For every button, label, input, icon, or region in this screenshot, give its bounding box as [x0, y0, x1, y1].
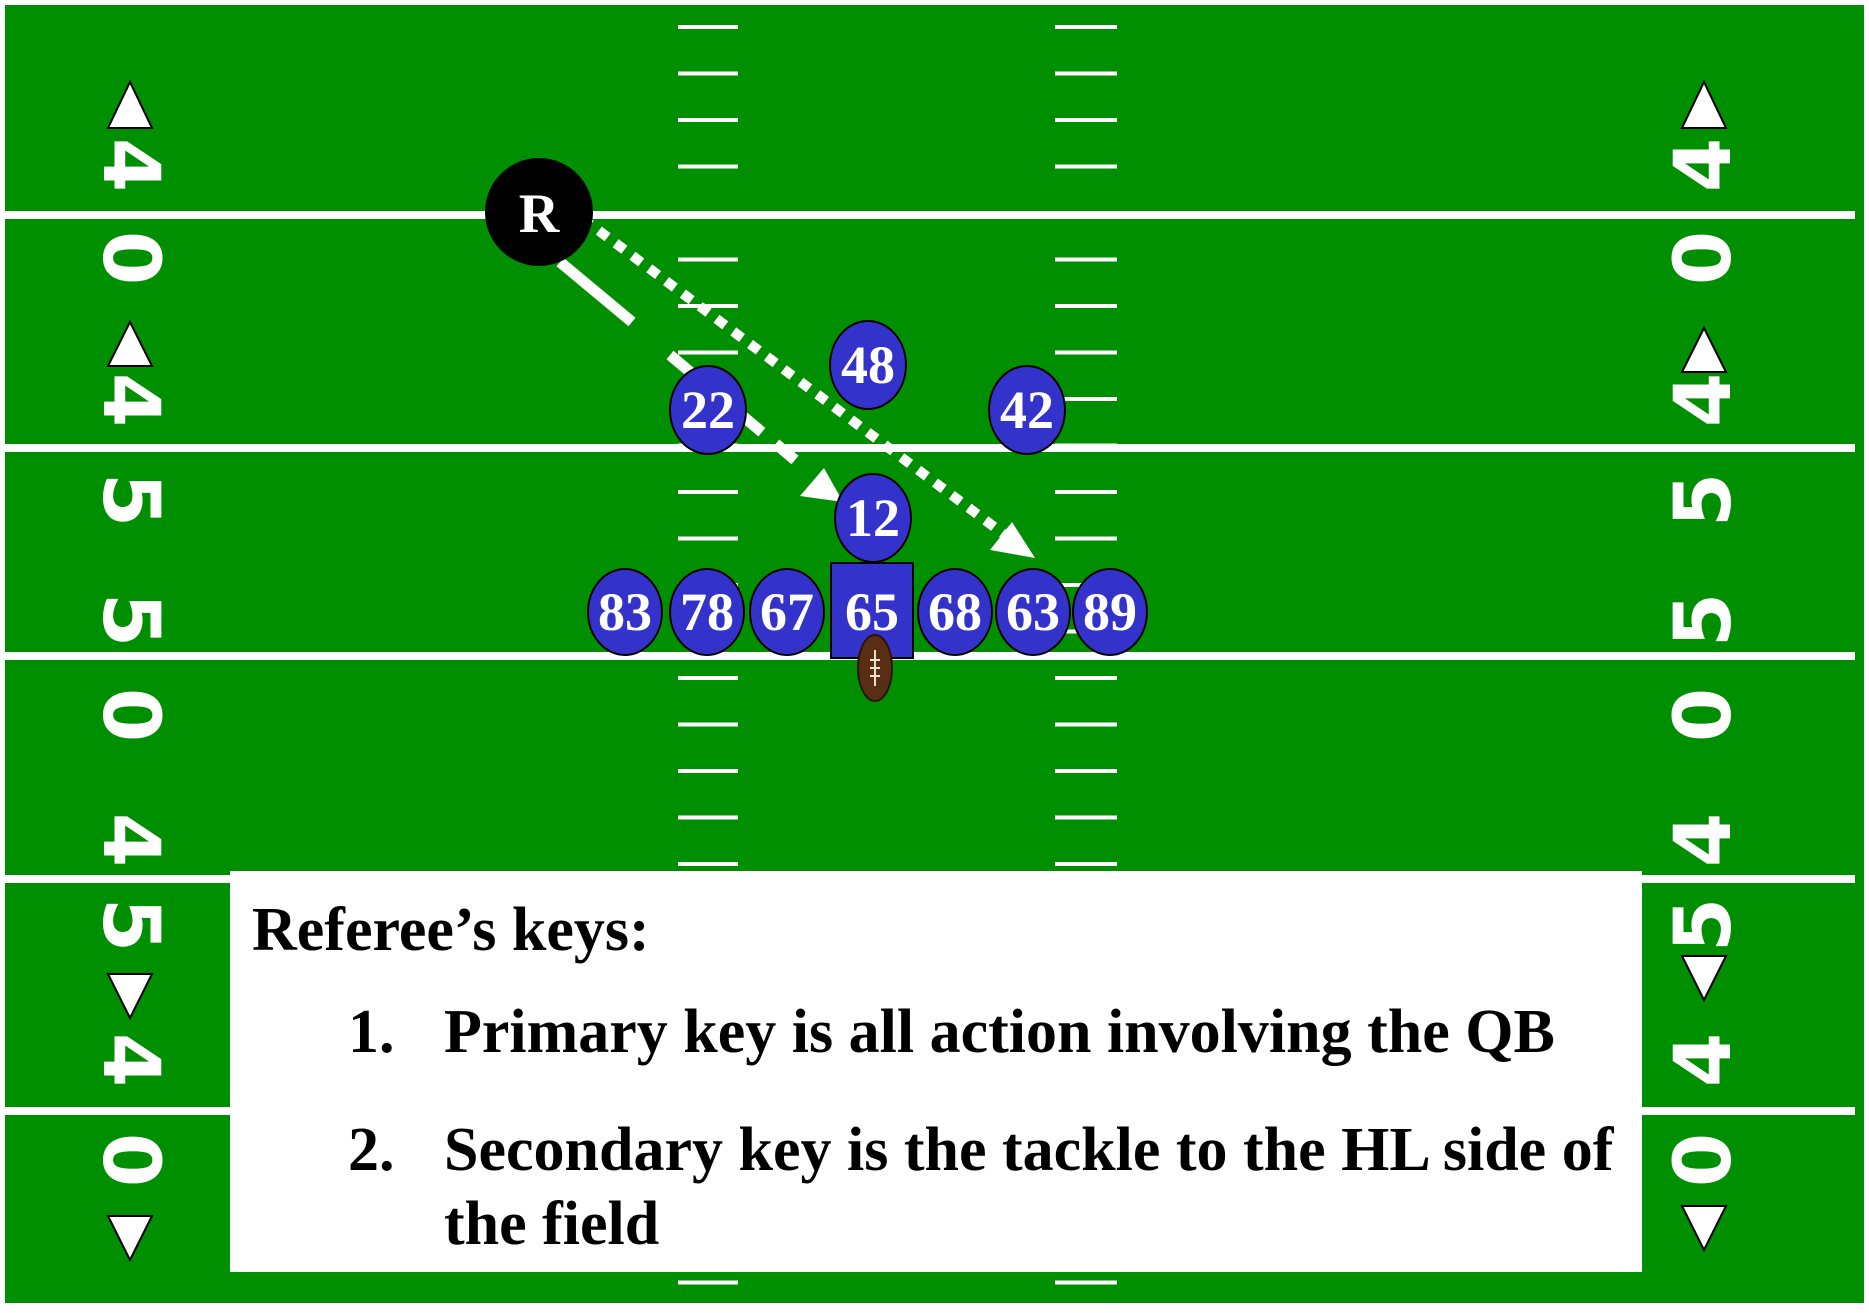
yard-number-digit: 5 — [85, 473, 175, 527]
yard-number-digit: 4 — [85, 373, 175, 427]
offensive-line: 83 78 67 65 68 63 89 — [587, 562, 1148, 659]
yard-number-digit: 4 — [1659, 373, 1749, 427]
player-number: 42 — [1000, 380, 1054, 440]
yard-number-digit: 5 — [1659, 593, 1749, 647]
player-circle — [1072, 568, 1148, 656]
player-circle — [995, 568, 1071, 656]
yard-number-digit: 4 — [85, 138, 175, 192]
primary-key-arrow-line — [556, 257, 636, 327]
yard-line — [5, 211, 1855, 219]
player-marker: 68 — [917, 568, 993, 656]
referee-keys-box: Referee’s keys: 1. Primary key is all act… — [230, 871, 1642, 1272]
secondary-key-arrow — [579, 213, 1035, 558]
key-item-text: Primary key is all action involving the … — [444, 998, 1555, 1066]
yard-number-digit: 0 — [1659, 1133, 1749, 1187]
yard-number-digit: 4 — [1659, 138, 1749, 192]
direction-arrow-icon — [1680, 1205, 1728, 1253]
yard-line — [5, 652, 1855, 660]
player-marker: 78 — [669, 568, 745, 656]
yard-line — [5, 444, 1855, 452]
player-number: 83 — [598, 582, 652, 642]
yard-number-digit: 0 — [1659, 231, 1749, 285]
yard-number-digit: 5 — [1659, 473, 1749, 527]
direction-arrow-icon — [1680, 325, 1728, 373]
player-number: 65 — [845, 582, 899, 642]
football-icon — [857, 634, 893, 702]
player-marker: 89 — [1072, 568, 1148, 656]
player-circle — [829, 320, 907, 410]
key-item-number: 2. — [348, 1116, 395, 1184]
player-number: 68 — [928, 582, 982, 642]
player-marker: 22 — [669, 365, 747, 455]
yard-number-digit: 5 — [85, 898, 175, 952]
key-item-1: 1. Primary key is all action involving th… — [348, 995, 1624, 1069]
yard-number-digit: 5 — [1659, 898, 1749, 952]
player-circle — [669, 568, 745, 656]
referee-circle — [485, 158, 593, 266]
player-marker: 83 — [587, 568, 663, 656]
direction-arrow-icon — [106, 319, 154, 367]
player-marker: 63 — [995, 568, 1071, 656]
right-yard-numbers: 4 0 4 5 5 0 4 5 4 0 — [1659, 138, 1749, 1187]
yard-number-digit: 0 — [85, 688, 175, 742]
yard-number-digit: 4 — [85, 813, 175, 867]
player-number: 48 — [841, 335, 895, 395]
direction-arrow-icon — [106, 973, 154, 1021]
direction-arrow-icon — [106, 1215, 154, 1263]
player-number: 22 — [681, 380, 735, 440]
player-marker: 12 — [834, 473, 912, 563]
yard-number-digit: 0 — [85, 1133, 175, 1187]
referee-label: R — [519, 183, 560, 245]
yard-number-digit: 4 — [85, 1033, 175, 1087]
player-circle — [669, 365, 747, 455]
yard-number-digit: 0 — [85, 231, 175, 285]
key-item-number: 1. — [348, 998, 395, 1066]
yard-number-digit: 5 — [85, 593, 175, 647]
secondary-key-arrow-line — [579, 213, 1008, 540]
key-item-2: 2. Secondary key is the tackle to the HL … — [348, 1113, 1624, 1261]
direction-arrow-icon — [106, 79, 154, 129]
player-number: 89 — [1083, 582, 1137, 642]
referee-marker: R — [485, 158, 593, 266]
player-circle — [917, 568, 993, 656]
direction-arrows — [106, 79, 1728, 1263]
yard-number-digit: 4 — [1659, 813, 1749, 867]
left-yard-numbers: 4 0 4 5 5 0 4 5 4 0 — [85, 138, 175, 1187]
yard-number-digit: 4 — [1659, 1033, 1749, 1087]
yard-number-digit: 0 — [1659, 688, 1749, 742]
backfield-players: 22 48 42 12 — [669, 320, 1066, 563]
player-number: 67 — [760, 582, 814, 642]
player-number: 78 — [680, 582, 734, 642]
player-circle — [988, 365, 1066, 455]
player-marker: 48 — [829, 320, 907, 410]
key-item-text: Secondary key is the tackle to the HL si… — [444, 1116, 1614, 1258]
player-circle — [587, 568, 663, 656]
arrowhead-icon — [800, 468, 843, 502]
player-number: 12 — [846, 488, 900, 548]
arrowhead-icon — [990, 522, 1035, 558]
direction-arrow-icon — [1680, 79, 1728, 129]
player-number: 63 — [1006, 582, 1060, 642]
player-circle — [749, 568, 825, 656]
keys-title: Referee’s keys: — [252, 896, 650, 964]
direction-arrow-icon — [1680, 955, 1728, 1003]
player-marker: 42 — [988, 365, 1066, 455]
player-marker: 67 — [749, 568, 825, 656]
